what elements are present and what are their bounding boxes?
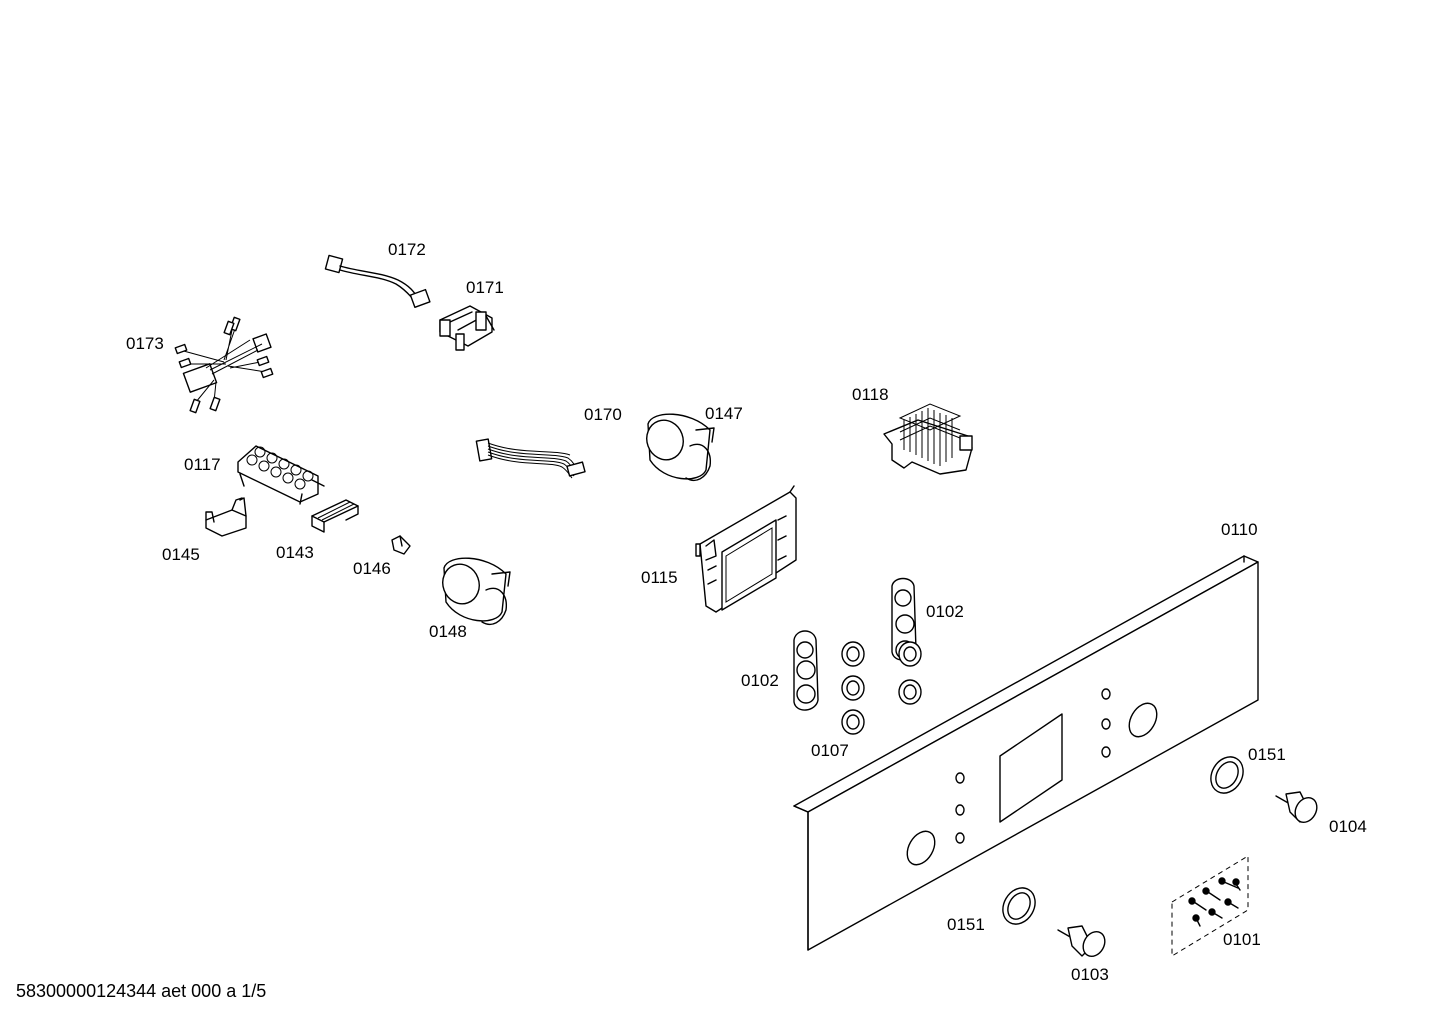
label-0145: 0145 [162,545,200,564]
part-0102-button-strip-left [793,630,819,711]
part-0118-heatsink [883,403,973,475]
part-0145-clip [205,497,247,537]
label-0115: 0115 [641,568,678,587]
part-0148-cylinder [442,557,511,626]
label-0104: 0104 [1329,817,1367,836]
label-0103: 0103 [1071,965,1109,984]
label-0151-left: 0151 [947,915,985,934]
label-0148: 0148 [429,622,467,641]
part-0146-plug [391,535,411,555]
document-id: 58300000124344 aet 000 a 1/5 [16,981,266,1001]
label-0117: 0117 [184,455,221,474]
label-0101: 0101 [1223,930,1261,949]
part-0170-ribbon-cable [475,438,586,479]
label-0107: 0107 [811,741,849,760]
part-0104-knob [1275,791,1318,824]
label-0173: 0173 [126,334,164,353]
part-0115-display-module [695,485,797,613]
part-0151-ring-right [1210,756,1244,794]
part-0110-control-panel [793,555,1259,951]
part-0143-bracket [311,499,359,533]
part-0107-push-buttons [841,641,922,735]
label-0147: 0147 [705,404,743,423]
label-0172: 0172 [388,240,426,259]
part-0103-knob [1057,925,1106,958]
label-0146: 0146 [353,559,391,578]
label-0118: 0118 [852,385,889,404]
part-0147-cylinder [646,413,715,482]
part-0151-ring-left [1002,887,1036,925]
label-0102-left: 0102 [741,671,779,690]
part-0173-wire-bundle [174,316,274,414]
part-0117-terminal-block [237,445,325,505]
label-0102-right: 0102 [926,602,964,621]
label-0110: 0110 [1221,520,1258,539]
part-0172-cable [324,254,431,309]
label-0151-right: 0151 [1248,745,1286,764]
part-0171-bracket [439,305,495,351]
label-0143: 0143 [276,543,314,562]
part-0101-screws [1171,855,1249,957]
label-0171: 0171 [466,278,504,297]
label-0170: 0170 [584,405,622,424]
